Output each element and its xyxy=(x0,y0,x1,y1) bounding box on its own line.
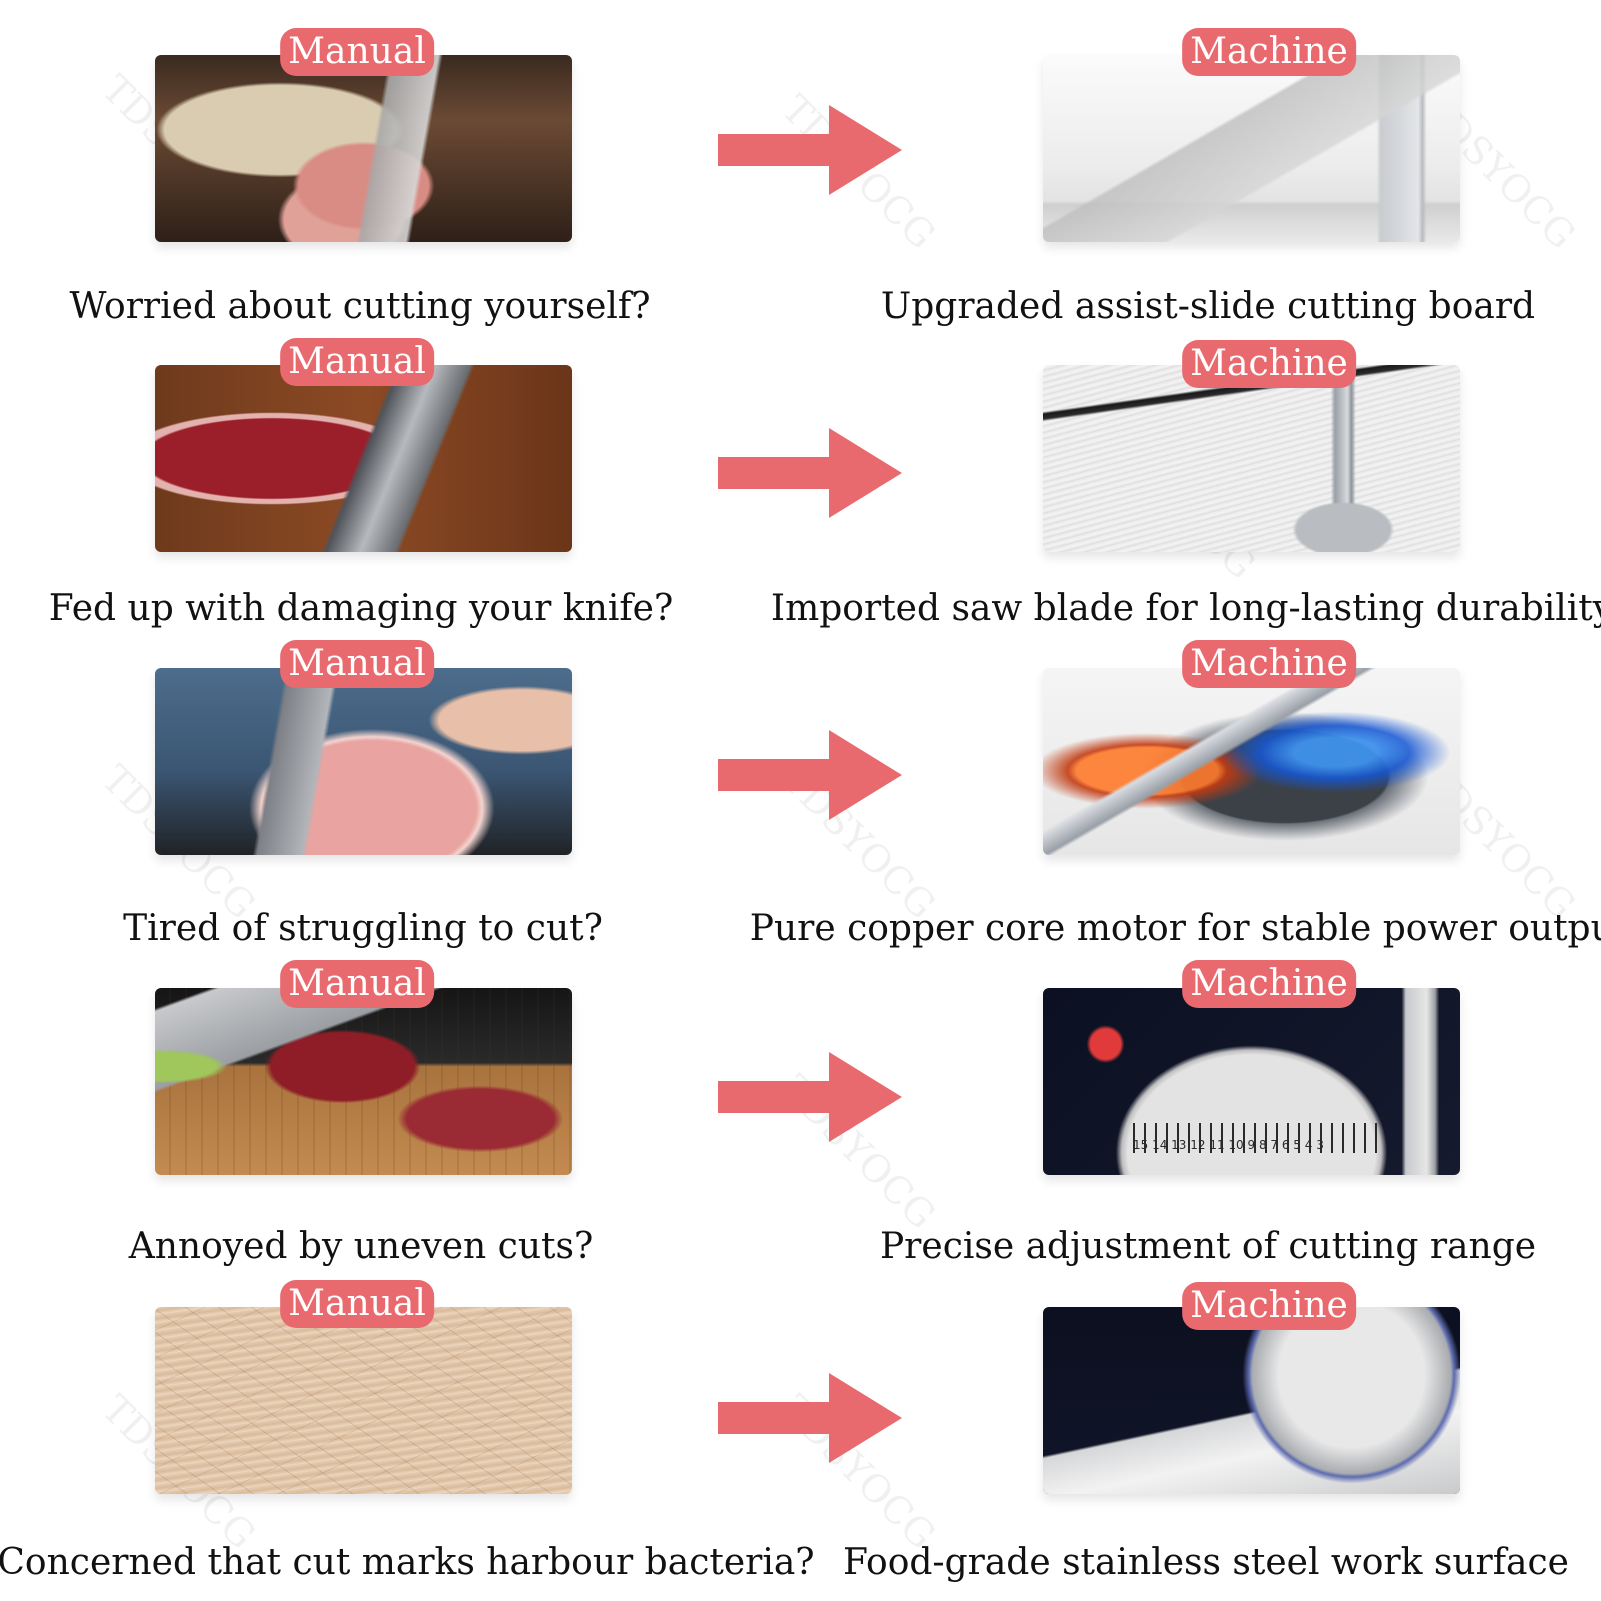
manual-badge: Manual xyxy=(280,28,434,76)
machine-photo xyxy=(1043,668,1460,855)
manual-caption: Concerned that cut marks harbour bacteri… xyxy=(0,1542,815,1583)
manual-photo xyxy=(155,55,572,242)
arrow-right-icon xyxy=(718,105,902,195)
arrow-right-icon xyxy=(718,730,902,820)
manual-caption: Annoyed by uneven cuts? xyxy=(128,1226,594,1267)
arrow-right-icon xyxy=(718,1052,902,1142)
manual-caption: Fed up with damaging your knife? xyxy=(48,588,674,629)
manual-badge: Manual xyxy=(280,960,434,1008)
arrow-right-icon xyxy=(718,428,902,518)
machine-photo xyxy=(1043,1307,1460,1494)
machine-badge: Machine xyxy=(1182,1282,1356,1330)
machine-caption: Precise adjustment of cutting range xyxy=(879,1226,1537,1267)
machine-photo xyxy=(1043,55,1460,242)
machine-badge: Machine xyxy=(1182,28,1356,76)
manual-photo xyxy=(155,365,572,552)
manual-badge: Manual xyxy=(280,1280,434,1328)
manual-caption: Worried about cutting yourself? xyxy=(69,286,651,327)
machine-badge: Machine xyxy=(1182,640,1356,688)
machine-photo xyxy=(1043,365,1460,552)
manual-badge: Manual xyxy=(280,338,434,386)
manual-photo xyxy=(155,1307,572,1494)
manual-photo xyxy=(155,988,572,1175)
machine-caption: Food-grade stainless steel work surface xyxy=(843,1542,1569,1583)
machine-photo: 15 14 13 12 11 10 9 8 7 6 5 4 3 xyxy=(1043,988,1460,1175)
machine-caption: Imported saw blade for long-lasting dura… xyxy=(770,588,1601,629)
manual-caption: Tired of struggling to cut? xyxy=(123,908,603,949)
arrow-right-icon xyxy=(718,1373,902,1463)
machine-caption: Upgraded assist-slide cutting board xyxy=(880,286,1536,327)
machine-badge: Machine xyxy=(1182,960,1356,1008)
machine-caption: Pure copper core motor for stable power … xyxy=(749,908,1601,949)
machine-badge: Machine xyxy=(1182,340,1356,388)
manual-photo xyxy=(155,668,572,855)
scale-numbers: 15 14 13 12 11 10 9 8 7 6 5 4 3 xyxy=(1133,1138,1324,1152)
manual-badge: Manual xyxy=(280,640,434,688)
